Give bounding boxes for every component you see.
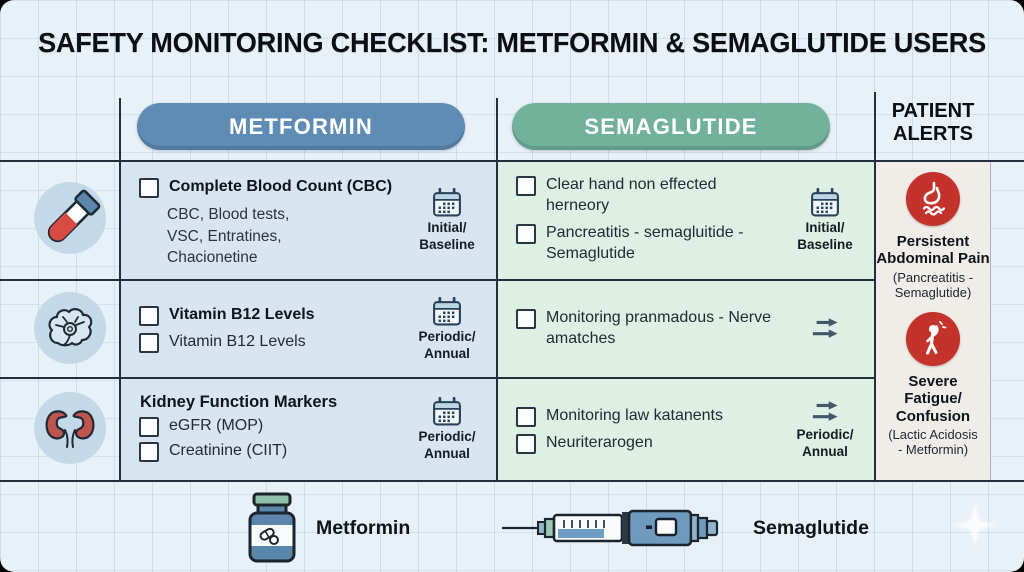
checkbox-creatinine[interactable] bbox=[139, 442, 159, 462]
cbc-subline-2: VSC, Entratines, bbox=[167, 227, 282, 245]
checkbox-b12-1[interactable] bbox=[139, 306, 159, 326]
divider-vertical-middle bbox=[496, 98, 498, 482]
checklist-item-b12-label: Vitamin B12 Levels bbox=[169, 333, 306, 350]
legend-metformin-label: Metformin bbox=[316, 517, 411, 539]
checklist-item-cbc: Complete Blood Count (CBC) bbox=[139, 177, 402, 199]
schedule-semaglutide-row3: Periodic/ Annual bbox=[780, 398, 870, 461]
checkbox-monitoring-pranmadous[interactable] bbox=[516, 309, 536, 330]
alert-fatigue-confusion-subtitle: (Lactic Acidosis - Metformin) bbox=[888, 426, 978, 458]
checklist-item-monitoring-pranmadous: Monitoring pranmadous - Nerve amatches bbox=[516, 308, 780, 350]
checklist-item-b12-bold: Vitamin B12 Levels bbox=[139, 305, 402, 326]
schedule-label-initial-baseline: Initial/ Baseline bbox=[797, 219, 853, 252]
checklist-item-monitoring-law: Monitoring law katanents bbox=[516, 406, 780, 427]
metformin-header-label: METFORMIN bbox=[228, 113, 373, 139]
cell-metformin-row3: Kidney Function Markers eGFR (MOP) Creat… bbox=[121, 379, 496, 480]
checkbox-monitoring-law[interactable] bbox=[516, 406, 536, 427]
legend-semaglutide-label: Semaglutide bbox=[753, 517, 869, 539]
checklist-item-creatinine-label: Creatinine (CIIT) bbox=[169, 442, 288, 459]
kidney-function-heading: Kidney Function Markers bbox=[140, 393, 338, 411]
divider-table-bottom bbox=[0, 480, 1024, 482]
schedule-semaglutide-row2 bbox=[780, 315, 870, 343]
page-title: SAFETY MONITORING CHECKLIST: METFORMIN &… bbox=[38, 27, 986, 58]
checklist-item-creatinine: Creatinine (CIIT) bbox=[139, 441, 402, 462]
alert-circle-2 bbox=[906, 312, 960, 366]
double-arrow-icon bbox=[812, 318, 838, 338]
divider-vertical-right bbox=[874, 92, 876, 482]
schedule-metformin-row3: Periodic/ Annual bbox=[402, 396, 492, 463]
schedule-semaglutide-row1: Initial/ Baseline bbox=[780, 187, 870, 254]
calendar-icon bbox=[433, 187, 461, 217]
divider-vertical-left bbox=[119, 98, 121, 482]
checklist-item-clear-hand: Clear hand non effected herneory bbox=[516, 175, 780, 217]
cell-metformin-row2-content: Vitamin B12 Levels Vitamin B12 Levels bbox=[139, 299, 402, 359]
alert-abdominal-pain-title: Persistent Abdominal Pain bbox=[876, 233, 990, 268]
checklist-item-egfr: eGFR (MOP) bbox=[139, 416, 402, 437]
checklist-item-b12-bold-label: Vitamin B12 Levels bbox=[169, 306, 315, 323]
stomach-icon bbox=[922, 181, 946, 216]
cell-metformin-row1-content: Complete Blood Count (CBC) CBC, Blood te… bbox=[139, 171, 402, 268]
alert-fatigue-confusion: Severe Fatigue/ Confusion (Lactic Acidos… bbox=[863, 312, 1003, 458]
blood-test-tube-icon bbox=[34, 182, 106, 254]
checkbox-clear-hand[interactable] bbox=[516, 176, 536, 197]
checkbox-egfr[interactable] bbox=[139, 417, 159, 437]
injection-pen-icon bbox=[502, 509, 719, 547]
schedule-label-periodic-annual: Periodic/ Annual bbox=[418, 328, 476, 361]
semaglutide-header-label: SEMAGLUTIDE bbox=[584, 113, 758, 139]
schedule-label-initial-baseline: Initial/ Baseline bbox=[419, 219, 475, 252]
checkbox-neuriterarogen[interactable] bbox=[516, 433, 536, 454]
cell-semaglutide-row2-content: Monitoring pranmadous - Nerve amatches bbox=[516, 302, 780, 356]
cell-metformin-row3-content: Kidney Function Markers eGFR (MOP) Creat… bbox=[139, 393, 402, 466]
checklist-item-egfr-label: eGFR (MOP) bbox=[169, 417, 264, 434]
alert-fatigue-confusion-title: Severe Fatigue/ Confusion bbox=[895, 373, 971, 425]
cell-semaglutide-row3-content: Monitoring law katanents Neuriterarogen bbox=[516, 400, 780, 460]
checkbox-pancreatitis[interactable] bbox=[516, 224, 536, 244]
alert-abdominal-pain-subtitle: (Pancreatitis - Semaglutide) bbox=[892, 269, 974, 301]
schedule-metformin-row1: Initial/ Baseline bbox=[402, 187, 492, 254]
semaglutide-column-background bbox=[498, 161, 874, 481]
schedule-label-periodic-annual: Periodic/ Annual bbox=[796, 427, 854, 459]
metformin-header-pill: METFORMIN bbox=[137, 103, 465, 150]
cell-semaglutide-row1: Clear hand non effected herneory Pancrea… bbox=[498, 162, 874, 278]
double-arrow-icon bbox=[812, 401, 838, 421]
calendar-icon bbox=[433, 296, 461, 326]
brain-icon bbox=[34, 292, 106, 364]
calendar-icon bbox=[433, 397, 461, 426]
semaglutide-header-pill: SEMAGLUTIDE bbox=[512, 103, 830, 150]
cell-semaglutide-row2: Monitoring pranmadous - Nerve amatches bbox=[498, 281, 874, 377]
cbc-subline-3: Chacionetine bbox=[167, 249, 258, 267]
alert-circle-1 bbox=[906, 172, 960, 226]
patient-alerts-header: PATIENT ALERTS bbox=[891, 100, 975, 145]
checkbox-cbc[interactable] bbox=[139, 178, 159, 199]
schedule-label-periodic-annual: Periodic/ Annual bbox=[418, 429, 476, 461]
schedule-metformin-row2: Periodic/ Annual bbox=[402, 296, 492, 363]
checkbox-b12-2[interactable] bbox=[139, 333, 159, 353]
calendar-icon bbox=[811, 187, 839, 217]
cell-semaglutide-row1-content: Clear hand non effected herneory Pancrea… bbox=[516, 169, 780, 270]
pill-bottle-icon bbox=[248, 492, 296, 563]
checklist-item-neuriterarogen: Neuriterarogen bbox=[516, 433, 780, 454]
cbc-subline-1: CBC, Blood tests, bbox=[167, 206, 290, 224]
alert-abdominal-pain: Persistent Abdominal Pain (Pancreatitis … bbox=[863, 172, 1003, 301]
divider-row-1-2 bbox=[0, 279, 876, 281]
checklist-item-b12: Vitamin B12 Levels bbox=[139, 332, 402, 353]
kidneys-icon bbox=[34, 392, 106, 464]
checklist-item-pancreatitis-label: Pancreatitis - semagluitide - Semaglutid… bbox=[546, 224, 744, 262]
checklist-item-pancreatitis: Pancreatitis - semagluitide - Semaglutid… bbox=[516, 223, 780, 265]
sparkle-icon bbox=[954, 504, 996, 546]
divider-table-top bbox=[0, 160, 1024, 162]
cbc-subline-list: CBC, Blood tests, VSC, Entratines, Chaci… bbox=[167, 204, 402, 268]
dizzy-person-icon bbox=[926, 321, 947, 355]
checklist-item-cbc-label: Complete Blood Count (CBC) bbox=[169, 178, 393, 196]
divider-row-2-3 bbox=[0, 377, 876, 379]
checklist-item-monitoring-law-label: Monitoring law katanents bbox=[546, 406, 723, 424]
cell-metformin-row2: Vitamin B12 Levels Vitamin B12 Levels Pe… bbox=[121, 281, 496, 377]
checklist-item-clear-hand-label: Clear hand non effected herneory bbox=[546, 176, 717, 215]
checklist-item-neuriterarogen-label: Neuriterarogen bbox=[546, 433, 653, 451]
cell-semaglutide-row3: Monitoring law katanents Neuriterarogen … bbox=[498, 379, 874, 480]
cell-metformin-row1: Complete Blood Count (CBC) CBC, Blood te… bbox=[121, 162, 496, 278]
checklist-item-monitoring-pranmadous-label: Monitoring pranmadous - Nerve amatches bbox=[546, 309, 771, 347]
